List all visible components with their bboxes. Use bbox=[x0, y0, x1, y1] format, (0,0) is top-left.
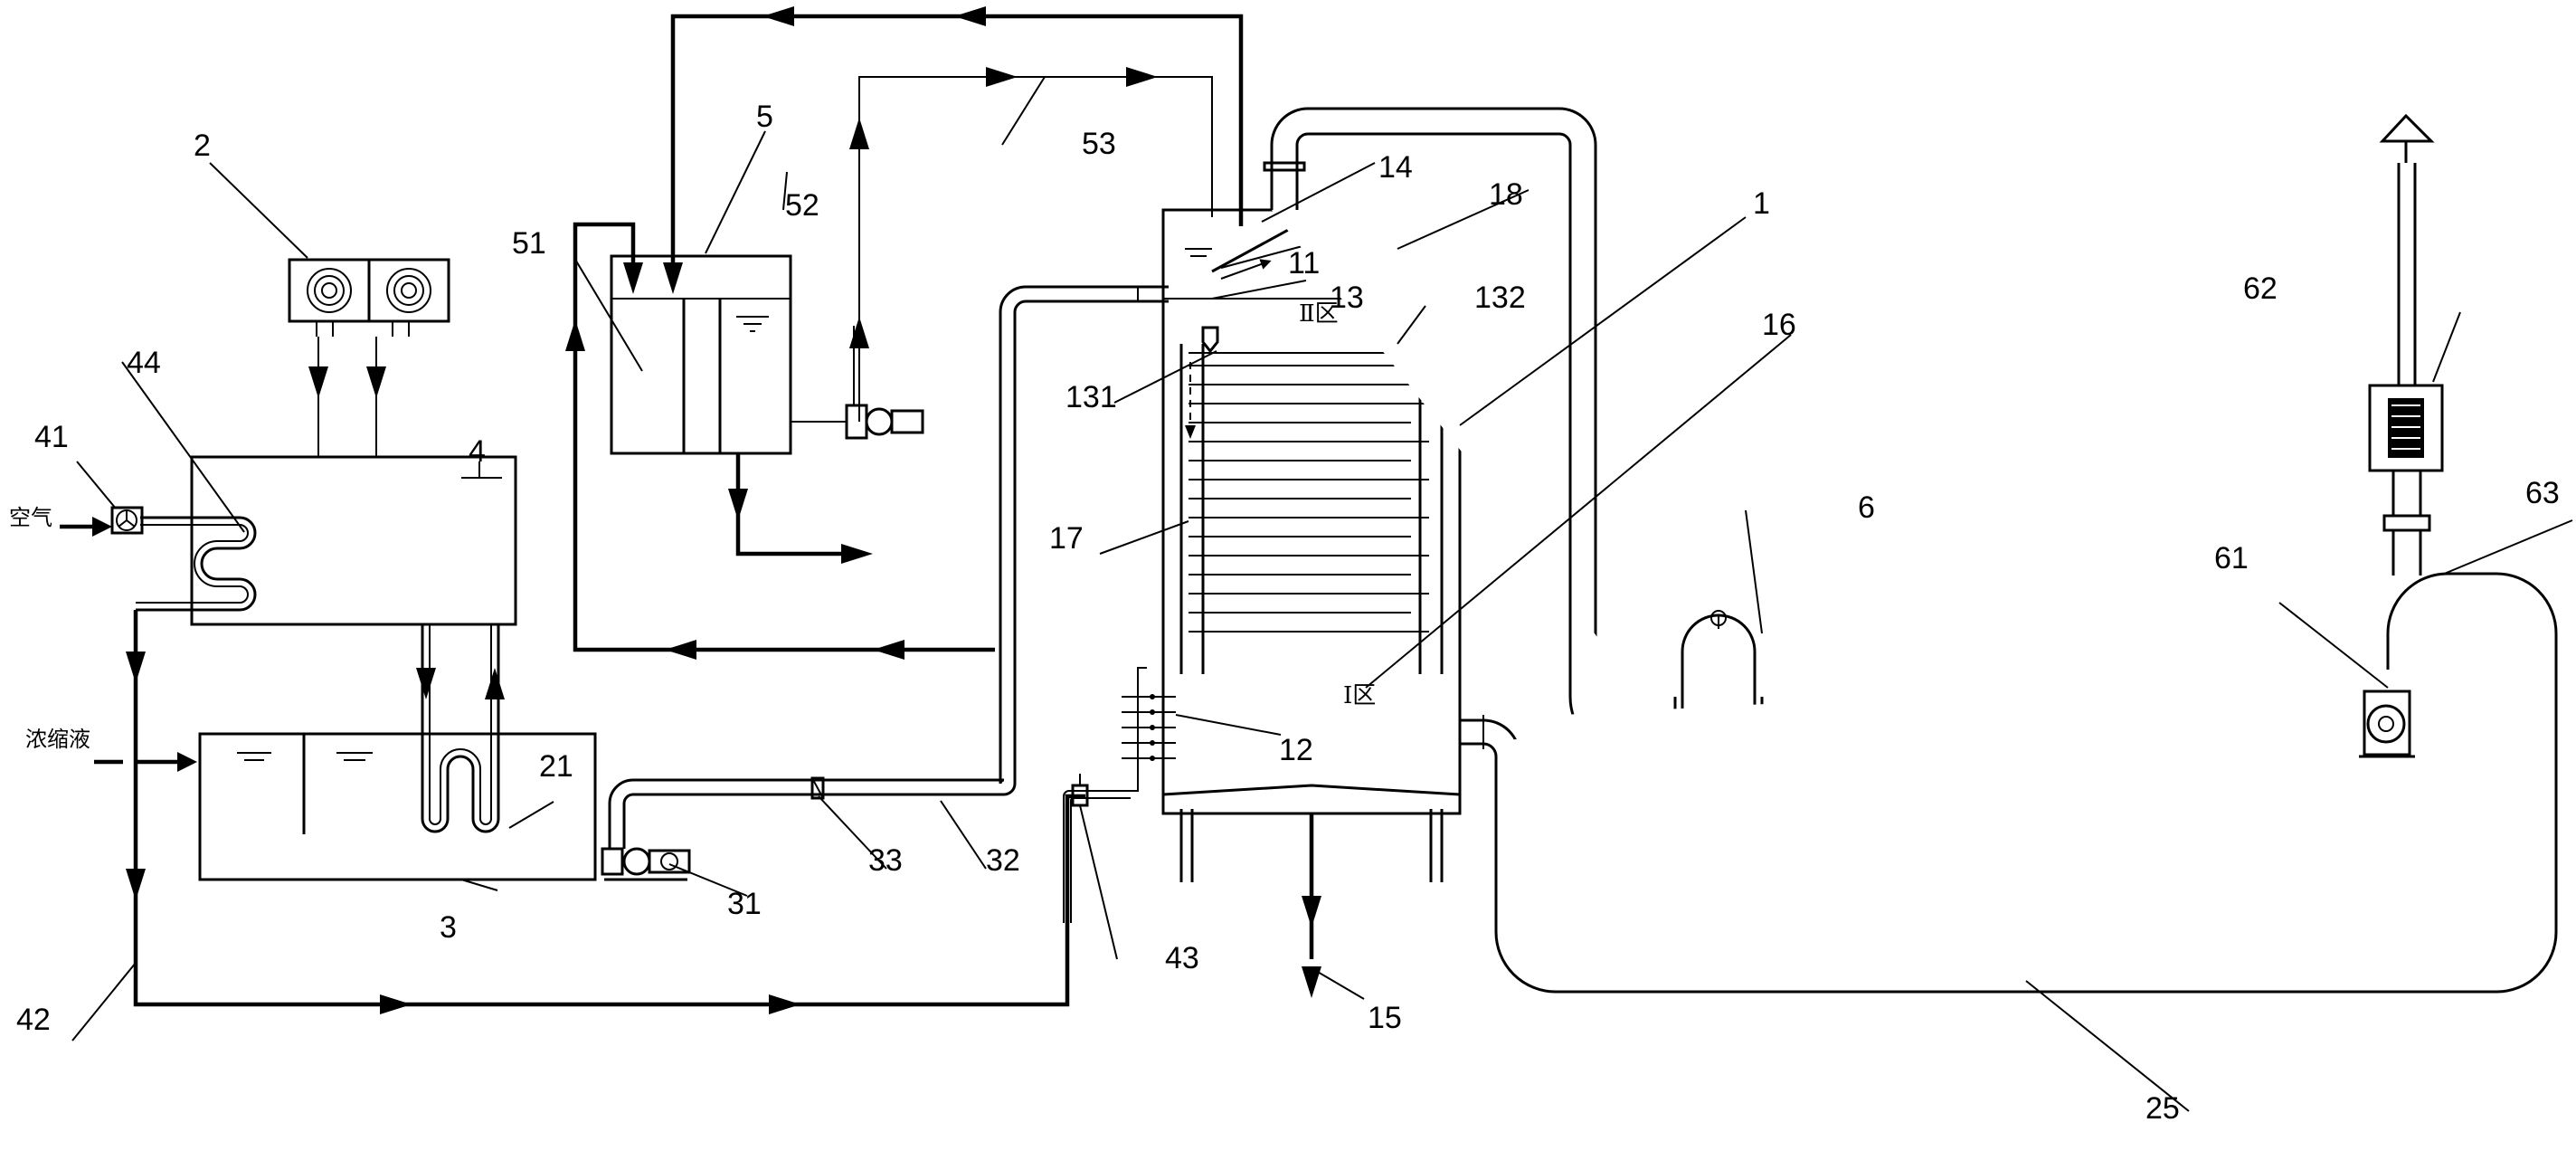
callout-14: 14 bbox=[1378, 150, 1413, 185]
callout-43: 43 bbox=[1165, 941, 1199, 975]
aeration-12 bbox=[1122, 694, 1176, 761]
valve-33 bbox=[810, 776, 825, 800]
zone-2-label: Ⅱ区 bbox=[1299, 300, 1339, 328]
callout-18: 18 bbox=[1489, 177, 1523, 212]
heating-coil-21 bbox=[421, 624, 500, 833]
fan-unit-2 bbox=[288, 258, 450, 337]
callout-1: 1 bbox=[1753, 186, 1770, 221]
callout-61: 61 bbox=[2214, 541, 2249, 576]
callout-53: 53 bbox=[1082, 127, 1116, 161]
pipe-line-32 bbox=[608, 285, 1169, 849]
return-line-to-tank bbox=[565, 222, 995, 660]
callout-44: 44 bbox=[127, 346, 161, 380]
callout-16: 16 bbox=[1762, 308, 1796, 342]
callout-6: 6 bbox=[1858, 490, 1875, 525]
callout-42: 42 bbox=[16, 1003, 51, 1037]
condenser-coil-44 bbox=[136, 516, 257, 612]
callout-21: 21 bbox=[539, 749, 573, 784]
water-tank-5 bbox=[610, 254, 792, 455]
zone-1-label: Ⅰ区 bbox=[1343, 682, 1376, 709]
callout-13: 13 bbox=[1330, 281, 1364, 315]
valve-43 bbox=[1071, 774, 1089, 807]
air-label: 空气 bbox=[9, 505, 52, 530]
offgas-pipe-to-separator bbox=[1263, 107, 1682, 760]
pipe-line-53 bbox=[849, 67, 1213, 422]
blower-41 bbox=[110, 506, 144, 535]
distributor-131 bbox=[1201, 326, 1219, 354]
callout-15: 15 bbox=[1368, 1001, 1402, 1035]
callout-leaders bbox=[71, 76, 2573, 1112]
concentrate-label: 浓缩液 bbox=[25, 727, 90, 752]
callout-11: 11 bbox=[1288, 246, 1320, 281]
concentrate-inlet-arrow bbox=[94, 752, 197, 772]
callout-2: 2 bbox=[194, 128, 211, 163]
packing-13 bbox=[1179, 344, 1444, 674]
callout-52: 52 bbox=[785, 188, 819, 223]
callout-12: 12 bbox=[1279, 733, 1313, 767]
pipe-line-25 bbox=[1460, 572, 2558, 994]
callout-132: 132 bbox=[1474, 281, 1526, 315]
fan-icon bbox=[307, 268, 431, 313]
callout-32: 32 bbox=[986, 843, 1020, 878]
callout-4: 4 bbox=[469, 434, 486, 469]
air-inlet-arrow bbox=[60, 517, 112, 537]
callout-31: 31 bbox=[727, 887, 762, 921]
coil-flow-arrows bbox=[416, 668, 505, 699]
pump-31 bbox=[601, 847, 691, 881]
callout-3: 3 bbox=[440, 910, 457, 945]
exhaust-stack bbox=[2368, 113, 2444, 576]
callout-62: 62 bbox=[2243, 271, 2278, 306]
fan-61 bbox=[2359, 690, 2415, 758]
callout-33: 33 bbox=[868, 843, 903, 878]
fan-to-box-arrows bbox=[308, 337, 386, 457]
callout-51: 51 bbox=[512, 226, 546, 261]
callout-labels: 2 4 44 41 5 52 51 53 14 18 11 13 132 131… bbox=[16, 100, 2560, 1126]
callout-131: 131 bbox=[1065, 380, 1117, 414]
top-return-line bbox=[663, 6, 1244, 294]
callout-5: 5 bbox=[756, 100, 773, 134]
drain-15 bbox=[1302, 813, 1321, 998]
pipe-to-column-43 bbox=[1063, 667, 1147, 923]
filter-62 bbox=[2388, 398, 2424, 458]
callout-63: 63 bbox=[2525, 476, 2560, 510]
callout-41: 41 bbox=[34, 420, 69, 454]
tank-outlet-arrow bbox=[728, 453, 873, 564]
drip-line-17 bbox=[1185, 362, 1196, 439]
concentrate-tank-3 bbox=[198, 732, 597, 881]
callout-17: 17 bbox=[1049, 521, 1084, 556]
callout-25: 25 bbox=[2145, 1091, 2180, 1126]
pipe-line-42 bbox=[126, 610, 1085, 1014]
heat-pump-box-4 bbox=[190, 455, 517, 626]
